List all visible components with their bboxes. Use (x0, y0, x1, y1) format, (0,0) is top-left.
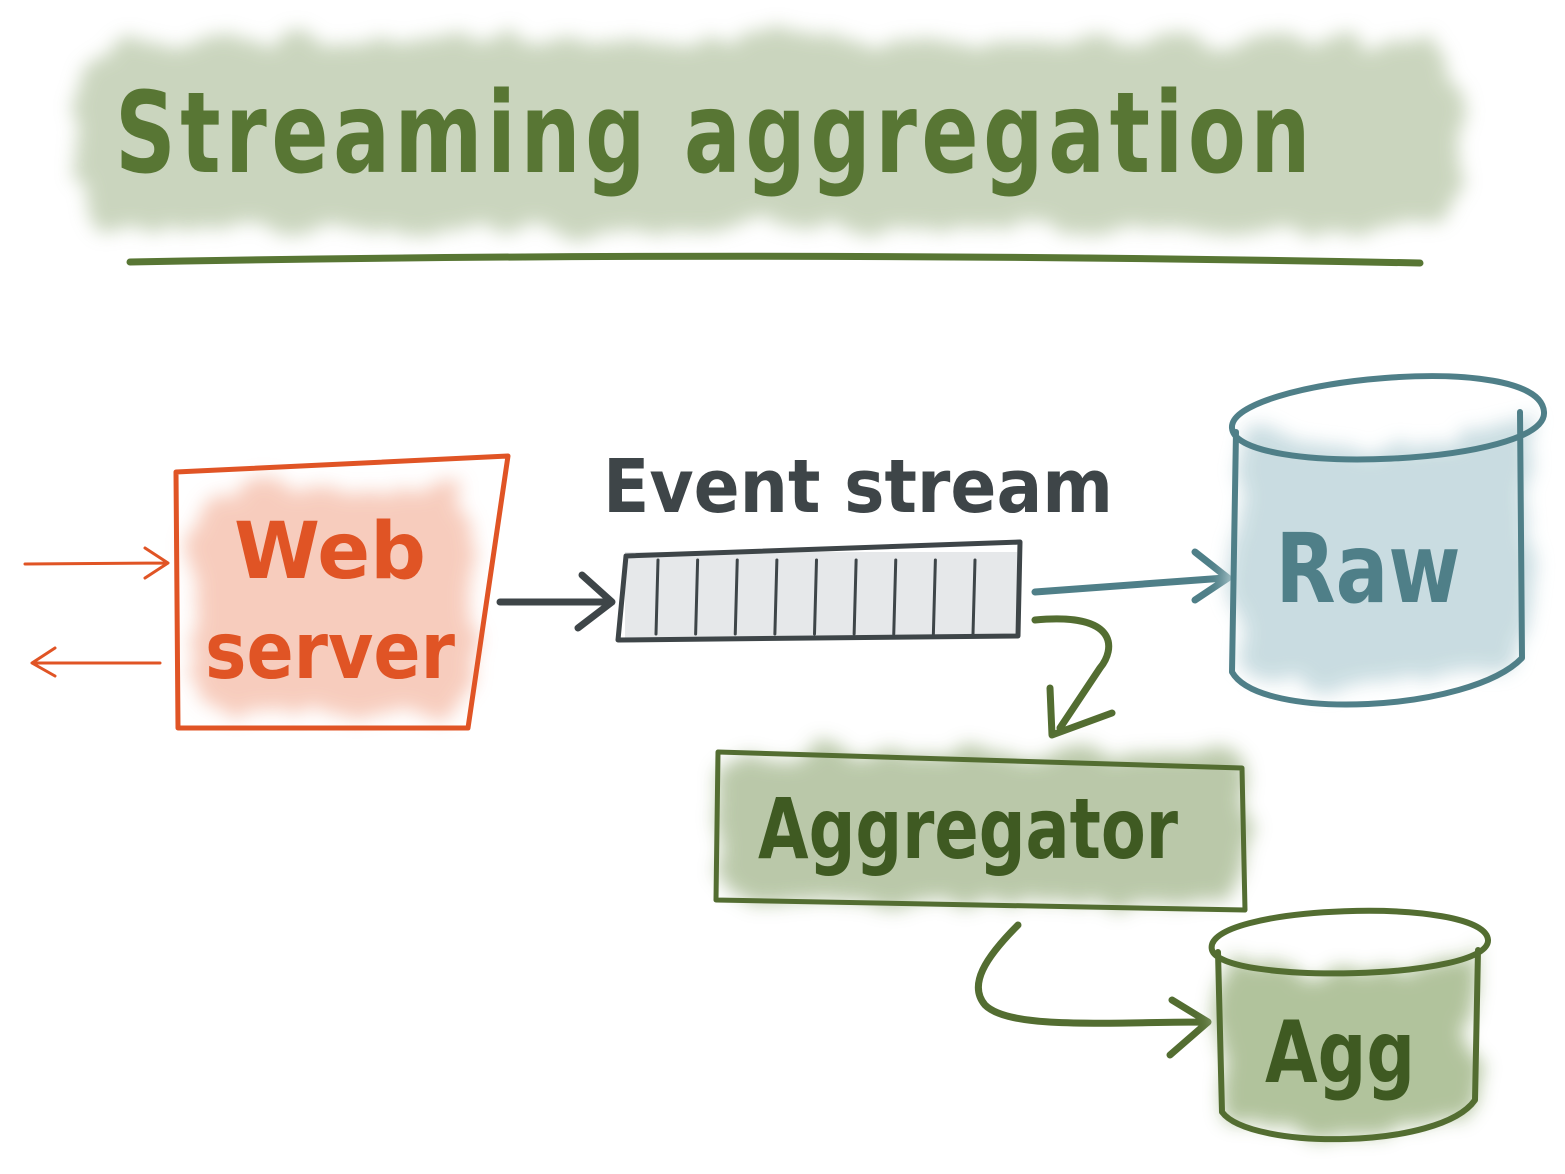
event-stream-segments (654, 558, 977, 636)
aggregator-wash (722, 752, 1244, 902)
raw-store-node: Raw (1228, 373, 1548, 708)
queue-segment-divider (971, 558, 977, 636)
agg-store-wash (1225, 945, 1478, 1131)
event-stream-node: Event stream (603, 444, 1113, 643)
queue-segment-divider (654, 558, 660, 636)
queue-segment-divider (733, 558, 739, 636)
web-server-wash (195, 490, 475, 715)
title-underline (126, 252, 1424, 267)
event-stream-wash (625, 552, 1017, 638)
client-arrows (23, 546, 170, 678)
event-stream-queue (615, 539, 1023, 643)
queue-segment-divider (931, 558, 937, 636)
agg-store-label: Agg (1265, 1003, 1415, 1103)
queue-segment-divider (892, 558, 898, 636)
raw-store-label: Raw (1276, 513, 1461, 625)
queue-segment-divider (694, 558, 700, 636)
aggregator-node: Aggregator (713, 749, 1248, 913)
agg-store-node: Agg (1208, 907, 1492, 1143)
agg-store-cylinder (1208, 907, 1492, 1143)
queue-segment-divider (773, 558, 779, 636)
queue-segment-divider (852, 558, 858, 636)
raw-store-wash (1232, 420, 1530, 690)
raw-store-cylinder (1228, 373, 1548, 708)
web-server-label-line1: Web (234, 507, 426, 597)
title-group: Streaming aggregation (75, 40, 1465, 267)
title-wash (75, 40, 1465, 230)
web-server-node: Web server (173, 453, 511, 731)
outgoing-response-arrow (30, 646, 162, 678)
incoming-request-arrow (23, 546, 170, 580)
queue-segment-divider (813, 558, 818, 636)
web-server-label-line2: server (205, 607, 455, 697)
web-server-box (173, 453, 511, 731)
aggregator-label: Aggregator (758, 780, 1178, 878)
event-stream-label: Event stream (603, 444, 1113, 530)
aggregator-box (713, 749, 1248, 913)
arrow-stream-to-aggregator (1031, 615, 1116, 739)
page-title: Streaming aggregation (115, 69, 1315, 199)
arrow-aggregator-to-agg (974, 921, 1212, 1059)
arrow-webserver-to-stream (496, 571, 616, 632)
arrow-stream-to-raw (1031, 548, 1232, 604)
